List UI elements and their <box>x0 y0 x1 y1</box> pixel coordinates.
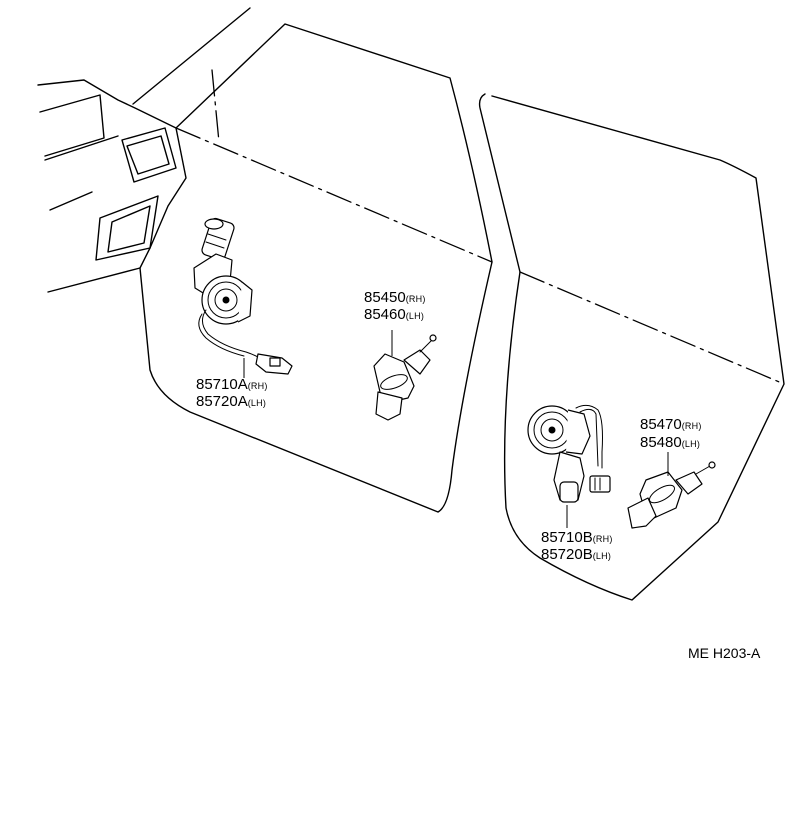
rear-regulator-motor <box>527 404 611 528</box>
rear-door-lock-motor <box>627 452 716 529</box>
part-label-85450: 85450(RH) <box>364 289 426 306</box>
part-label-85720A: 85720A(LH) <box>196 393 267 410</box>
part-label-85460: 85460(LH) <box>364 306 425 323</box>
part-label-85470: 85470(RH) <box>640 416 702 433</box>
part-label-85720B: 85720B(LH) <box>541 546 612 563</box>
rear-door-outline <box>478 93 785 601</box>
front-regulator-motor <box>193 217 293 378</box>
diagram-reference-code: ME H203-A <box>688 645 761 661</box>
part-label-85480: 85480(LH) <box>640 434 701 451</box>
front-door-lock-motor <box>373 330 437 421</box>
part-label-85710A: 85710A(RH) <box>196 376 268 393</box>
dashboard-illustration <box>37 7 251 293</box>
part-label-85710B: 85710B(RH) <box>541 529 613 546</box>
front-door-outline <box>139 23 493 513</box>
